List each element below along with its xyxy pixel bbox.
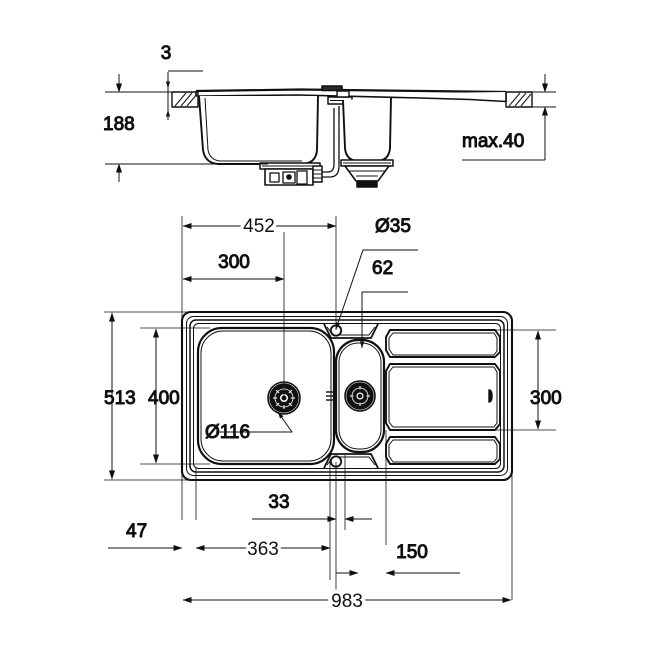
dim-label-d116: Ø116 <box>205 422 250 443</box>
dim-leader-d116 <box>216 411 293 433</box>
plan-extension-lines <box>104 216 556 600</box>
dim-overall-depth <box>105 74 268 182</box>
main-bowl-waste-fitting <box>259 162 323 186</box>
dim-label-62: 62 <box>372 258 393 279</box>
dim-label-150: 150 <box>396 542 428 563</box>
small-bowl-elevation <box>342 97 392 162</box>
worktop-section-right <box>505 91 533 108</box>
dim-label-worktop-max: max.40 <box>462 131 524 152</box>
waste-pipework-elevation <box>322 95 340 178</box>
dim-label-300-right: 300 <box>530 388 562 409</box>
dim-leader-62 <box>359 291 408 349</box>
main-bowl-plan <box>196 326 336 466</box>
worktop-section-left <box>171 91 199 108</box>
dim-label-33: 33 <box>268 492 289 513</box>
dim-label-overall-depth: 188 <box>103 114 135 135</box>
dim-label-983: 983 <box>331 591 363 612</box>
small-bowl-waste-elevation <box>340 159 394 188</box>
dim-label-worktop-thickness: 3 <box>161 43 172 64</box>
dim-worktop-max <box>462 74 556 161</box>
tap-hole-boss-elevation <box>321 85 343 92</box>
drain-strainer-small <box>344 380 376 412</box>
main-bowl-elevation <box>198 95 319 165</box>
drainboard-plan <box>385 329 501 465</box>
dim-label-452: 452 <box>243 216 275 237</box>
side-elevation-view: 3 188 max.40 <box>103 43 556 188</box>
dim-label-300-top: 300 <box>218 252 250 273</box>
dim-label-47: 47 <box>126 521 147 542</box>
dim-label-400: 400 <box>148 388 180 409</box>
dim-label-d35: Ø35 <box>375 216 411 237</box>
drainboard-ridge-top <box>385 329 501 358</box>
dim-leader-d35 <box>335 249 418 330</box>
dim-label-513: 513 <box>104 388 136 409</box>
dim-label-363: 363 <box>247 539 279 560</box>
dim-worktop-thickness <box>165 70 203 120</box>
overflow-slot <box>326 391 334 401</box>
drainboard-ridge-bottom <box>385 436 501 465</box>
top-plan-view: 452 300 Ø35 62 513 400 Ø116 <box>104 213 563 617</box>
drainboard-ridge-middle <box>385 363 501 431</box>
